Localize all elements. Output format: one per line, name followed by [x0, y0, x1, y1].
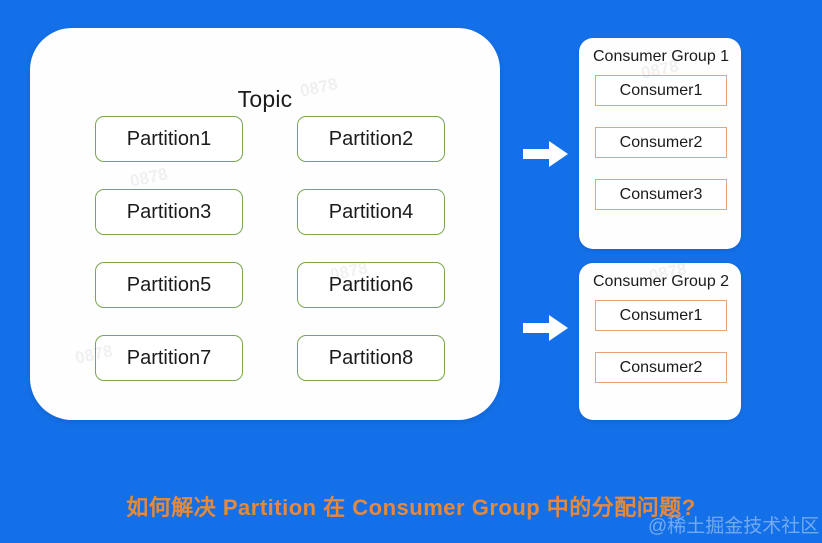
- partition-box[interactable]: Partition2: [297, 116, 445, 162]
- consumer-list: Consumer1 Consumer2 Consumer3: [595, 75, 727, 231]
- partition-box[interactable]: Partition3: [95, 189, 243, 235]
- right-arrow-icon: [523, 313, 569, 343]
- topic-card: Topic Partition1 Partition2 Partition3 P…: [30, 28, 500, 420]
- partition-box[interactable]: Partition7: [95, 335, 243, 381]
- partition-row: Partition5 Partition6: [95, 262, 445, 308]
- partition-row: Partition1 Partition2: [95, 116, 445, 162]
- consumer-group-title: Consumer Group 2: [593, 273, 730, 290]
- consumer-group-1-card: Consumer Group 1 Consumer1 Consumer2 Con…: [579, 38, 741, 249]
- partition-row: Partition7 Partition8: [95, 335, 445, 381]
- partition-box[interactable]: Partition5: [95, 262, 243, 308]
- partition-box[interactable]: Partition4: [297, 189, 445, 235]
- partition-box[interactable]: Partition6: [297, 262, 445, 308]
- topic-title: Topic: [237, 86, 293, 112]
- consumer-list: Consumer1 Consumer2: [595, 300, 727, 404]
- consumer-group-title: Consumer Group 1: [593, 48, 730, 65]
- consumer-box[interactable]: Consumer3: [595, 179, 727, 210]
- partition-box[interactable]: Partition8: [297, 335, 445, 381]
- consumer-box[interactable]: Consumer2: [595, 127, 727, 158]
- partition-row: Partition3 Partition4: [95, 189, 445, 235]
- caption-text: 如何解决 Partition 在 Consumer Group 中的分配问题?: [126, 495, 696, 520]
- consumer-box[interactable]: Consumer2: [595, 352, 727, 383]
- partition-grid: Partition1 Partition2 Partition3 Partiti…: [95, 116, 445, 408]
- partition-box[interactable]: Partition1: [95, 116, 243, 162]
- right-arrow-icon: [523, 139, 569, 169]
- consumer-group-2-card: Consumer Group 2 Consumer1 Consumer2 087…: [579, 259, 741, 420]
- consumer-box[interactable]: Consumer1: [595, 75, 727, 106]
- consumer-box[interactable]: Consumer1: [595, 300, 727, 331]
